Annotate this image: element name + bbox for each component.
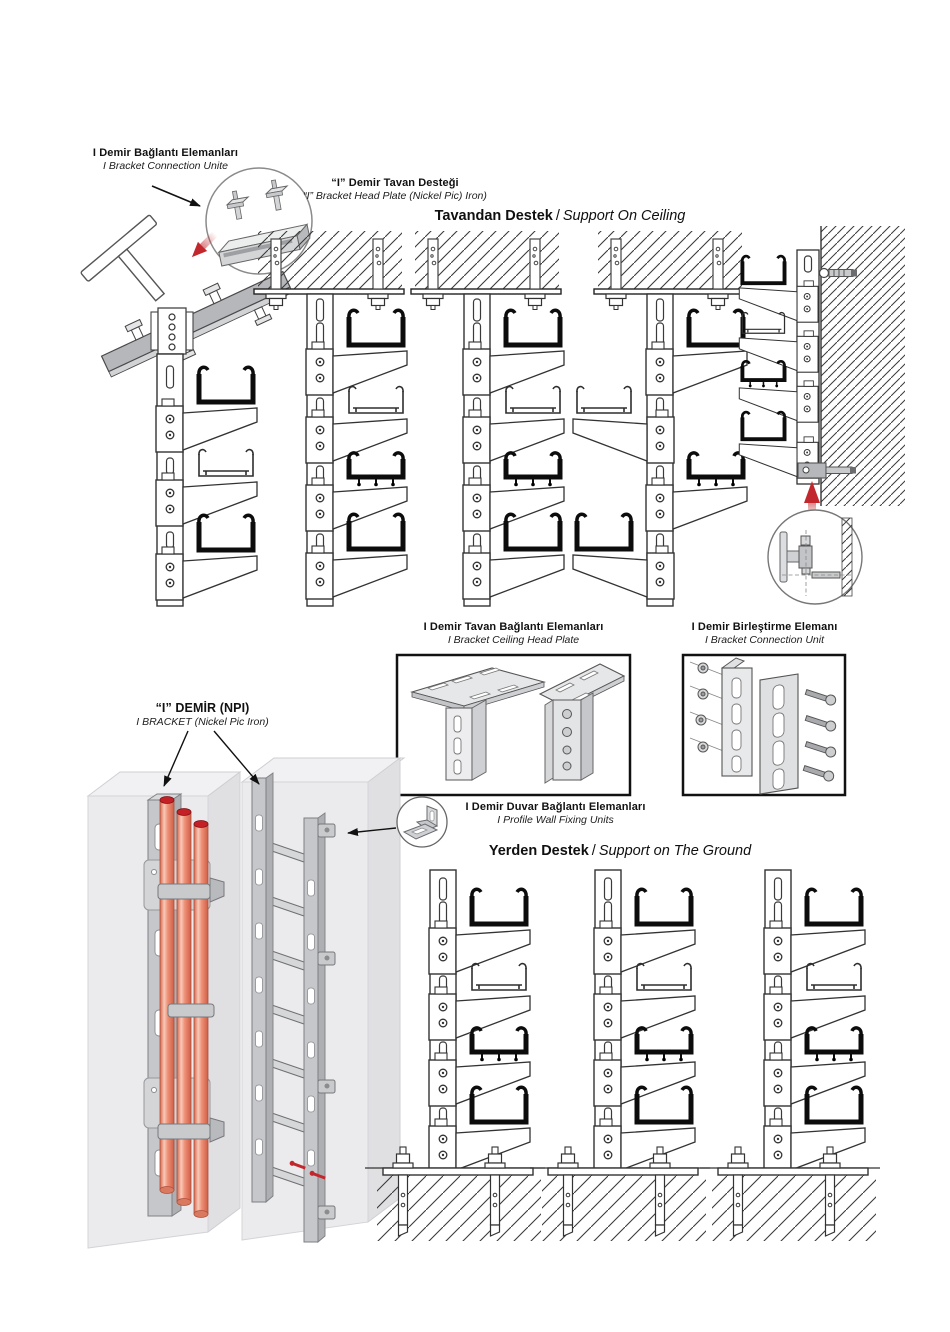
label-box-ceiling-plate: I Demir Tavan Bağlantı Elemanları I Brac…	[397, 621, 630, 647]
label-ceiling-head-plate-en: “I” Bracket Head Plate (Nickel Pic) Iron…	[303, 190, 487, 203]
label-box-ceiling-plate-tr: I Demir Tavan Bağlantı Elemanları	[423, 621, 604, 633]
label-wall-fixing-en: I Profile Wall Fixing Units	[497, 814, 614, 827]
ceiling-support-exploded-diagram	[80, 214, 294, 607]
detail-circle-wall-fixing	[396, 796, 448, 848]
section-title-ground-separator: /	[591, 843, 596, 859]
slab-ladder-diagram	[240, 757, 406, 1243]
leader-arrow-npi-left	[163, 730, 189, 787]
red-arrow-to-head-plate	[191, 231, 218, 258]
section-title-ceiling-tr: Tavandan Destek	[434, 208, 553, 224]
label-wall-fixing: I Demir Duvar Bağlantı Elemanları I Prof…	[448, 801, 663, 827]
connection-plate	[759, 673, 799, 795]
label-box-ceiling-plate-en: I Bracket Ceiling Head Plate	[447, 634, 580, 647]
section-title-ceiling: Tavandan Destek/Support On Ceiling	[400, 208, 720, 225]
slab-pipes-diagram	[86, 771, 242, 1249]
label-wall-fixing-tr: I Demir Duvar Bağlantı Elemanları	[465, 801, 646, 813]
leader-arrow-npi-right	[213, 730, 260, 785]
ceiling-support-double-diagram	[573, 231, 747, 606]
wall-support-diagram	[739, 226, 905, 605]
wall-anchor-top	[818, 267, 857, 279]
wall-anchor-bottom	[797, 462, 856, 479]
label-ceiling-head-plate: “I” Demir Tavan Desteği “I” Bracket Head…	[275, 177, 515, 203]
section-title-ceiling-en: Support On Ceiling	[562, 208, 686, 224]
section-title-ground: Yerden Destek/Support on The Ground	[460, 843, 780, 860]
label-bracket-connection-units: I Demir Bağlantı Elemanları I Bracket Co…	[58, 147, 273, 173]
section-title-ground-tr: Yerden Destek	[488, 843, 589, 859]
label-npi-bracket: “I” DEMİR (NPI) I BRACKET (Nickel Pic Ir…	[90, 701, 315, 729]
label-npi-bracket-tr: “I” DEMİR (NPI)	[155, 701, 250, 715]
wall-clamps	[317, 823, 336, 1220]
ground-support-diagram-2	[530, 870, 710, 1241]
red-screws	[289, 1160, 326, 1180]
box-ceiling-head-plate	[395, 653, 632, 797]
label-npi-bracket-en: I BRACKET (Nickel Pic Iron)	[136, 716, 269, 728]
label-ceiling-head-plate-tr: “I” Demir Tavan Desteği	[331, 177, 459, 189]
head-plate-view-tilted	[538, 663, 626, 784]
head-plate-view-flat	[409, 667, 547, 781]
label-bracket-connection-units-tr: I Demir Bağlantı Elemanları	[92, 147, 239, 159]
pipe-clamps	[157, 877, 225, 1143]
label-box-connection-unit-en: I Bracket Connection Unit	[704, 634, 825, 647]
box-connection-unit	[681, 653, 847, 797]
connection-nuts	[695, 662, 709, 753]
leader-arrow-wall-fixing	[347, 827, 397, 836]
section-title-ceiling-separator: /	[555, 208, 560, 224]
ceiling-support-diagram-3	[411, 231, 564, 606]
ceiling-support-diagram-2	[254, 231, 407, 606]
ground-support-diagram-3	[700, 870, 880, 1241]
label-bracket-connection-units-en: I Bracket Connection Unite	[103, 160, 228, 173]
leader-arrow-bracket-connection	[151, 185, 201, 207]
label-box-connection-unit: I Demir Birleştirme Elemanı I Bracket Co…	[668, 621, 861, 647]
connection-channel	[720, 657, 753, 777]
section-title-ground-en: Support on The Ground	[598, 843, 752, 859]
connection-bolts	[802, 689, 837, 782]
detail-circle-wall-section	[767, 509, 863, 605]
label-box-connection-unit-tr: I Demir Birleştirme Elemanı	[691, 621, 838, 633]
